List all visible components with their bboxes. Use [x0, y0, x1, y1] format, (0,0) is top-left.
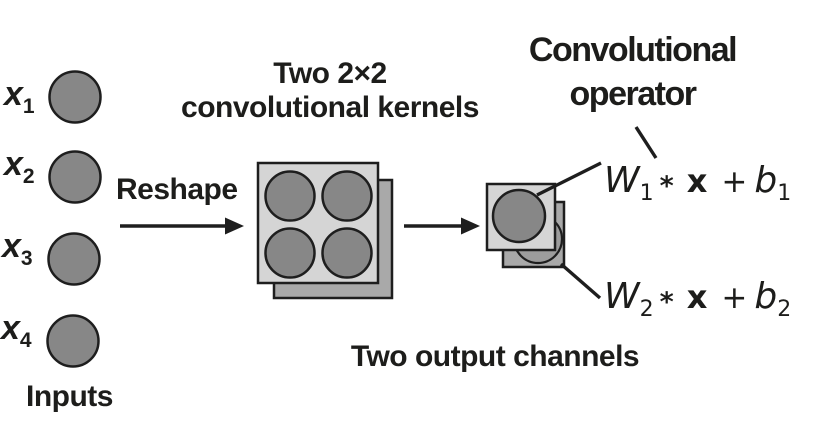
eq2-bias-sub: 2	[777, 297, 792, 323]
var-x4: x	[1, 309, 20, 347]
input-node-2	[48, 150, 102, 204]
input-node-3	[47, 232, 101, 286]
pointer-line-output1-to-eq1	[536, 161, 602, 197]
operator-title-line2: operator	[569, 75, 697, 113]
input-node-4	[46, 314, 100, 368]
kernels-title-line1: Two 2×2	[273, 57, 387, 90]
input-node-1	[48, 70, 102, 124]
operator-title-line1: Convolutional	[528, 31, 738, 69]
var-x1-sub: 1	[22, 94, 35, 118]
operator-title: Convolutional operator	[515, 28, 750, 116]
kernel-weight-node-2	[321, 170, 373, 222]
eq2-weight: W	[604, 276, 640, 317]
pointer-line-output2-to-eq2	[559, 262, 602, 300]
var-x3: x	[2, 227, 21, 265]
kernel-weight-node-4	[321, 227, 373, 279]
inputs-caption: Inputs	[26, 380, 114, 413]
reshape-arrow-head	[225, 217, 244, 235]
eq1-weight: W	[604, 160, 640, 201]
input-label-x4: x4	[1, 311, 32, 351]
eq2-plus: +	[721, 280, 748, 316]
output-node-front	[491, 188, 547, 244]
eq2-weight-sub: 2	[639, 297, 654, 323]
eq1-bias-sub: 1	[777, 181, 792, 207]
var-x4-sub: 4	[19, 328, 32, 352]
var-x2-sub: 2	[22, 164, 35, 188]
equation-2: W2*x+b2	[604, 279, 791, 321]
input-label-x3: x3	[2, 229, 33, 269]
input-label-x2: x2	[4, 147, 35, 187]
kernels-title-line2: convolutional kernels	[181, 91, 479, 124]
var-x3-sub: 3	[20, 246, 33, 270]
kernel-weight-node-3	[264, 227, 316, 279]
eq2-bias: b	[754, 276, 778, 317]
input-label-x1: x1	[4, 77, 35, 117]
pointer-line-operator-label	[634, 126, 658, 159]
outputs-caption: Two output channels	[350, 340, 640, 373]
var-x1: x	[4, 75, 23, 113]
eq2-input-vector: x	[686, 278, 708, 316]
eq1-convolution-star: *	[659, 171, 674, 202]
equation-1: W1*x+b1	[604, 163, 791, 205]
var-x2: x	[4, 145, 23, 183]
eq2-convolution-star: *	[659, 287, 674, 318]
kernels-to-output-arrow-head	[461, 217, 480, 235]
kernels-title: Two 2×2 convolutional kernels	[165, 57, 495, 125]
eq1-plus: +	[721, 164, 748, 200]
eq1-input-vector: x	[686, 162, 708, 200]
reshape-label: Reshape	[116, 173, 238, 206]
eq1-weight-sub: 1	[639, 181, 654, 207]
kernel-weight-node-1	[264, 170, 316, 222]
eq1-bias: b	[754, 160, 778, 201]
